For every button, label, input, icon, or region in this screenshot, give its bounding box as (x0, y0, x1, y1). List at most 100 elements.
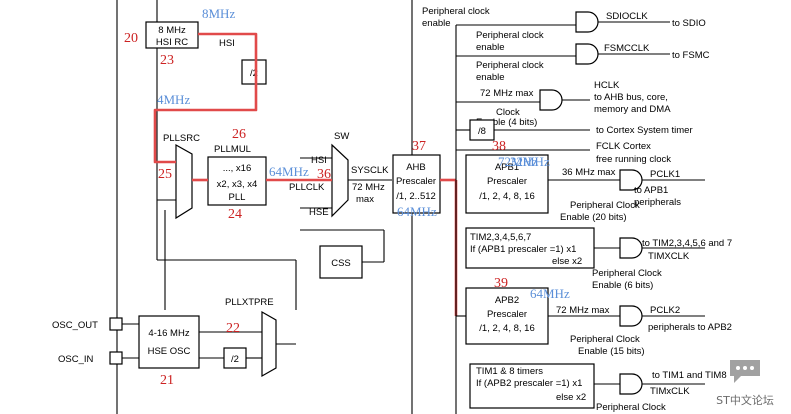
apb1-max-label: 36 MHz max (562, 167, 616, 178)
pclk2-and-gate (619, 305, 643, 327)
marker-39: 39 (494, 276, 508, 291)
sw-hse: HSE (309, 207, 329, 218)
pllsrc-mux (175, 143, 193, 220)
tim2-multiplier-box (465, 227, 595, 269)
freq-hsi: 8MHz (202, 6, 235, 21)
osc-out-pin (109, 317, 123, 331)
clock-enable-a: Clock (496, 107, 520, 118)
hse-osc-label: HSE OSC (148, 346, 191, 357)
freq-apb1: 32MHz (510, 154, 550, 169)
pll-mul-b: x2, x3, x4 (217, 179, 258, 190)
apb2-max-label: 72 MHz max (556, 305, 610, 316)
sdio-and-gate (575, 11, 599, 33)
pllxtpre-mux (261, 310, 277, 378)
tim2-else: else x2 (552, 256, 582, 267)
pllclk-label: PLLCLK (289, 182, 325, 193)
hse-div2-label: /2 (231, 354, 239, 365)
fsmcclk-label: FSMCCLK (604, 43, 650, 54)
pll-mul-a: ..., x16 (223, 163, 252, 174)
hsi-div2-label: /2 (250, 68, 258, 79)
freq-pll-out: 64MHz (269, 164, 309, 179)
to-sdio-label: to SDIO (672, 18, 706, 29)
marker-22: 22 (226, 321, 240, 336)
fsmc-and-gate (575, 43, 599, 65)
tim2-enable-b: Enable (6 bits) (592, 280, 653, 291)
freq-pll-in: 4MHz (157, 92, 190, 107)
freq-sysclk: 72MHz (498, 154, 538, 169)
freq-apb2: 64MHz (530, 286, 570, 301)
pllmul-label: PLLMUL (214, 144, 251, 155)
apb1-label: APB1 (495, 162, 519, 173)
marker-20: 20 (124, 31, 138, 46)
pclk1-desc-a: to APB1 (634, 185, 668, 196)
tim2-cond: If (APB1 prescaler =1) x1 (470, 244, 576, 255)
hse-osc-box (138, 315, 200, 369)
tim1-and-gate (619, 373, 643, 395)
tim2-title: TIM2,3,4,5,6,7 (470, 232, 531, 243)
tim1-clk-label: TIMxCLK (650, 386, 690, 397)
osc-in-label: OSC_IN (58, 354, 94, 365)
systimer-div8-label: /8 (478, 126, 486, 137)
hsi-rc-label: HSI RC (156, 37, 188, 48)
fsmc-enable-a: Peripheral clock (476, 60, 544, 71)
osc-out-label: OSC_OUT (52, 320, 98, 331)
to-fsmc-label: to FSMC (672, 50, 710, 61)
apb2-prescaler-box (465, 287, 549, 345)
tim2-clk-label: TIMXCLK (648, 251, 690, 262)
fsmc-enable-b: enable (476, 72, 505, 83)
sw-label: SW (334, 131, 349, 142)
pll-box (207, 156, 267, 206)
ahb-max-label: 72 MHz max (480, 88, 534, 99)
sysclk-max-b: max (356, 194, 374, 205)
hclk-desc-a: to AHB bus, core, (594, 92, 668, 103)
sw-hsi: HSI (311, 155, 327, 166)
sdio-enable-b: enable (476, 42, 505, 53)
hse-osc-freq: 4-16 MHz (148, 328, 189, 339)
tim1-cond: If (APB2 prescaler =1) x1 (476, 378, 582, 389)
hclk-label: HCLK (594, 80, 620, 91)
apb2-enable-a: Peripheral Clock (570, 334, 640, 345)
fclk-label: FCLK Cortex (596, 141, 651, 152)
marker-38: 38 (492, 139, 506, 154)
tim2-and-gate (619, 237, 643, 259)
css-box (319, 245, 363, 279)
systimer-label: to Cortex System timer (596, 125, 693, 136)
hsi-rc-freq: 8 MHz (158, 25, 186, 36)
apb2-enable-b: Enable (15 bits) (578, 346, 645, 357)
pclk2-desc: peripherals to APB2 (648, 322, 732, 333)
pclk2-label: PCLK2 (650, 305, 680, 316)
marker-25: 25 (158, 167, 172, 182)
hsi-pll-highlight-path (153, 32, 258, 164)
chat-bubble-icon (730, 360, 760, 383)
marker-26: 26 (232, 127, 246, 142)
ahb-label: AHB (406, 162, 426, 173)
hsi-div2-box (241, 59, 267, 85)
marker-37: 37 (412, 139, 426, 154)
tim1-title: TIM1 & 8 timers (476, 366, 543, 377)
marker-21: 21 (160, 373, 174, 388)
ahb-range: /1, 2..512 (396, 191, 436, 202)
sw-mux (331, 143, 349, 218)
pllxtpre-label: PLLXTPRE (225, 297, 274, 308)
marker-24: 24 (228, 207, 242, 222)
apb1-prescaler-label: Prescaler (487, 176, 527, 187)
pclk1-and-gate (619, 169, 643, 191)
pclk1-label: PCLK1 (650, 169, 680, 180)
hclk-and-gate (539, 89, 563, 111)
clock-enable-b: Enable (4 bits) (476, 117, 537, 128)
tim1-multiplier-box (469, 363, 595, 409)
ahb-prescaler-label: Prescaler (396, 176, 436, 187)
apb2-prescaler-label: Prescaler (487, 309, 527, 320)
hclk-desc-b: memory and DMA (594, 104, 671, 115)
sysclk-label: SYSCLK (351, 165, 389, 176)
ahb-prescaler-box (392, 154, 441, 214)
apb2-label: APB2 (495, 295, 519, 306)
marker-23: 23 (160, 53, 174, 68)
freq-ahb: 64MHz (397, 204, 437, 219)
tim2-to-label: to TIM2,3,4,5,6 and 7 (642, 238, 732, 249)
watermark: ST中文论坛 (705, 350, 785, 410)
sdio-enable-a: Peripheral clock (476, 30, 544, 41)
tim1-else: else x2 (556, 392, 586, 403)
apb1-enable-b: Enable (20 bits) (560, 212, 627, 223)
